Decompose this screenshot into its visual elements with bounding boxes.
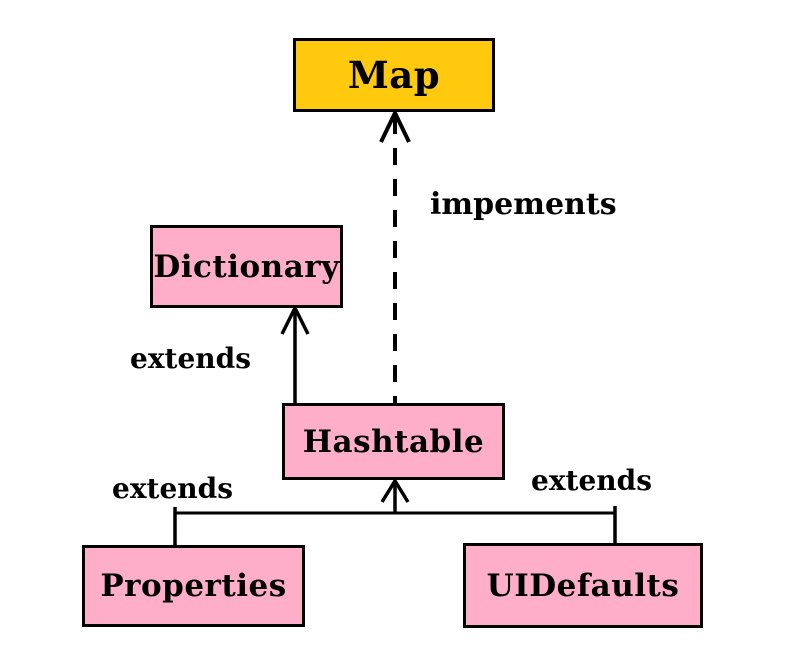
class-node-uidefaults: UIDefaults [463, 543, 703, 628]
class-node-map: Map [293, 38, 495, 112]
edge-implements-arrowhead [379, 108, 411, 143]
class-node-properties: Properties [82, 545, 305, 627]
edge-label-extends-properties: extends [112, 472, 233, 505]
class-node-dictionary-label: Dictionary [153, 248, 340, 285]
class-node-uidefaults-label: UIDefaults [486, 567, 680, 604]
class-node-hashtable-label: Hashtable [302, 423, 485, 460]
edge-extends-dictionary-arrowhead [280, 304, 310, 335]
edge-label-implements: impements [430, 187, 617, 222]
edge-label-extends-dictionary: extends [130, 342, 251, 375]
class-node-properties-label: Properties [100, 568, 287, 604]
edge-extends-hashtable-arrowhead [380, 477, 410, 503]
class-node-dictionary: Dictionary [150, 225, 343, 308]
class-node-map-label: Map [347, 53, 441, 97]
edge-label-extends-uidefaults: extends [531, 464, 652, 497]
class-node-hashtable: Hashtable [282, 403, 505, 480]
